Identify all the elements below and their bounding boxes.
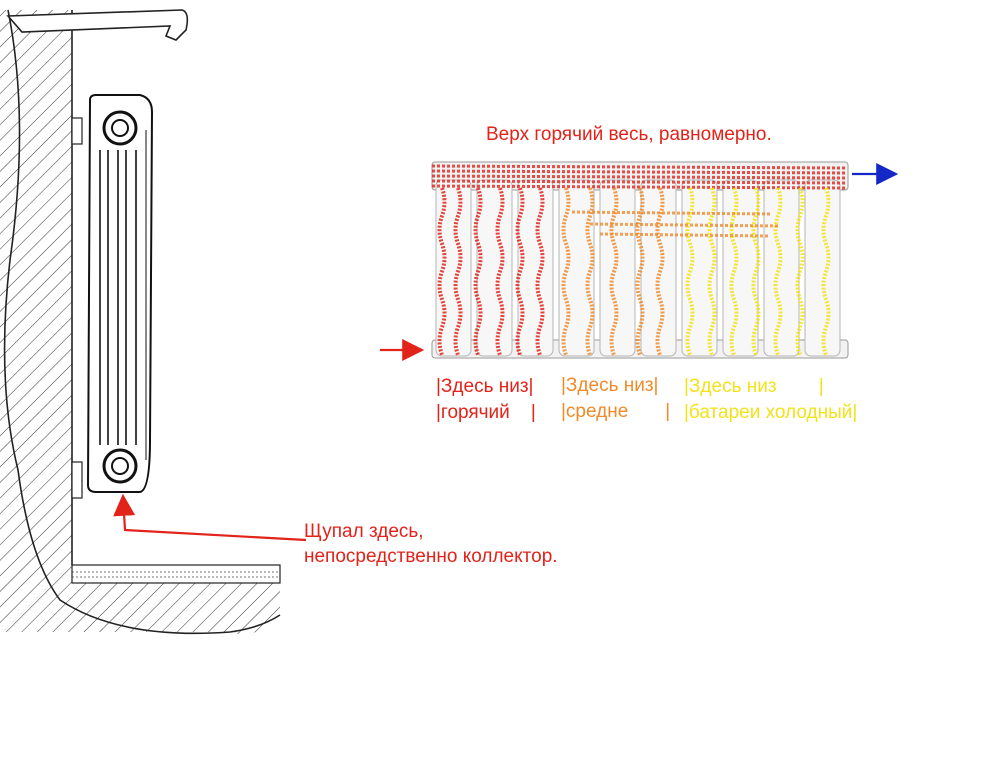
heat-scribble — [535, 187, 545, 356]
wall-outline — [3, 9, 281, 635]
heat-scribble — [795, 187, 805, 356]
medium-zone-label-line1: |Здесь низ| — [561, 375, 659, 396]
bracket-top — [71, 117, 83, 145]
heat-scribble — [561, 187, 571, 356]
heat-scribble — [473, 187, 483, 356]
heat-scribble — [571, 210, 771, 216]
heat-scribble — [635, 187, 645, 356]
heat-scribble — [437, 187, 447, 356]
probe-note-line2: непосредственно коллектор. — [304, 546, 558, 567]
medium-zone-label-line2: |средне | — [561, 401, 671, 422]
cold-zone-label-line2: |батареи холодный| — [684, 402, 858, 423]
heat-scribble — [685, 187, 695, 356]
radiator-section — [722, 179, 759, 357]
radiator-front-view — [431, 161, 849, 359]
heat-scribble — [773, 187, 783, 356]
heat-scribble — [599, 232, 771, 238]
heat-scribble — [453, 187, 463, 356]
heat-scribble — [431, 169, 847, 175]
heat-scribble — [431, 184, 847, 190]
heat-scribble — [585, 187, 595, 356]
cold-zone-label-line1: |Здесь низ | — [684, 376, 824, 397]
heat-scribble — [431, 174, 847, 180]
heat-scribble — [609, 187, 619, 356]
heat-scribble — [431, 164, 847, 170]
heat-scribble — [655, 187, 665, 356]
heat-scribble — [495, 187, 505, 356]
heat-scribble — [821, 187, 831, 356]
probe-note-line1: Щупал здесь, — [304, 521, 424, 542]
heat-scribble — [515, 187, 525, 356]
heat-scribble — [729, 187, 739, 356]
hot-zone-label-line1: |Здесь низ| — [436, 376, 534, 397]
hot-zone-label-line2: |горячий | — [436, 402, 536, 423]
bracket-bottom — [71, 461, 83, 499]
heat-scribble — [751, 187, 761, 356]
top-note: Верх горячий весь, равномерно. — [486, 124, 772, 145]
probe-pointer-arrow — [113, 493, 307, 542]
radiator-side-view — [86, 94, 154, 493]
radiator-section — [763, 179, 800, 357]
wall-hatch — [0, 10, 280, 635]
heat-scribble — [431, 179, 847, 185]
heat-scribble — [707, 187, 717, 356]
window-sill — [6, 9, 189, 41]
floor-screed — [71, 564, 281, 584]
heat-scribble — [589, 222, 781, 228]
radiator-section — [804, 179, 841, 357]
